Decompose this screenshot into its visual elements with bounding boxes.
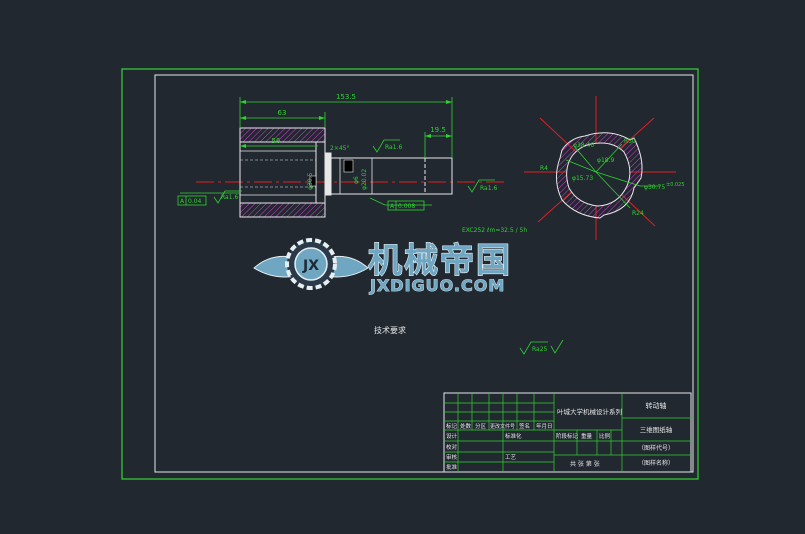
dim-right-len: 19.5 — [430, 126, 446, 134]
hatch-bottom — [239, 202, 326, 218]
technical-requirements: 技术要求 — [374, 325, 406, 335]
dim-inner: 56 — [272, 137, 281, 145]
row-label-check: 校对 — [446, 443, 458, 451]
drawing-no-1: （图样代号） — [638, 444, 674, 452]
svg-text:0.04: 0.04 — [188, 198, 202, 205]
subtitle: 三维图纸轴 — [640, 425, 673, 434]
badge-text: JX — [302, 258, 319, 274]
svg-text:Ra25: Ra25 — [532, 346, 548, 353]
tolerance-frame-left: A 0.04 — [177, 195, 207, 206]
row-label-process: 工艺 — [505, 454, 517, 461]
roughness-left: Ra1.6 — [213, 190, 242, 204]
sec-r4: R4 — [540, 165, 548, 172]
watermark-logo: JX 机械帝国 JXDIGUO.COM — [253, 238, 512, 295]
hdr-3: 更改文件号 — [490, 423, 515, 430]
svg-text:A: A — [180, 198, 185, 205]
std-label: 标准化 — [505, 432, 522, 440]
hdr-1: 处数 — [460, 422, 472, 430]
body-outline — [239, 127, 326, 218]
svg-text:0.008: 0.008 — [398, 203, 415, 210]
collar — [324, 152, 332, 196]
school-name: 叶城大学机械设计系列 — [557, 407, 622, 416]
part-side-view: 153.5 63 56 19.5 2×45° φ30.5 φ20.02 φ6 R… — [177, 93, 527, 234]
hardness-note: EXC252 ℓm=32.5 / 5h — [462, 227, 527, 234]
roughness-right: Ra1.6 — [467, 179, 497, 193]
sec-tol-right: ±0.025 — [666, 182, 685, 188]
marker-box-left — [309, 175, 317, 187]
roughness-top: Ra1.6 — [372, 139, 402, 153]
section-dim-lines — [565, 143, 660, 209]
sec-d-right: φ30.75 — [644, 184, 665, 191]
part-name: 转动轴 — [646, 401, 667, 410]
sec-r24: R24 — [632, 210, 644, 217]
svg-text:Ra1.6: Ra1.6 — [385, 144, 402, 151]
svg-text:Ra1.6: Ra1.6 — [221, 194, 238, 201]
dim-phi-left: φ30.5 — [307, 173, 314, 191]
stage-weight: 重量 — [581, 432, 593, 440]
shaft-outline — [331, 157, 453, 195]
section-view: φ38.40 R30 φ18.9 R4 φ15.73 φ30.75 ±0.025… — [524, 96, 685, 240]
row-label-review: 审核 — [446, 453, 458, 461]
dim-bore-depth: 63 — [278, 109, 287, 117]
roughness-global: Ra25 — [519, 339, 564, 355]
row-label-design: 设计 — [446, 432, 458, 440]
svg-text:A: A — [390, 203, 395, 210]
dim-phi-small: φ6 — [353, 176, 360, 184]
sec-d-top: φ38.40 — [573, 142, 594, 149]
tolerance-frame-bottom: A 0.008 — [387, 200, 425, 211]
dimension-lines — [180, 97, 453, 206]
sec-d-mid: φ18.9 — [597, 157, 615, 164]
dim-arrows — [240, 100, 452, 148]
watermark-chinese: 机械帝国 — [368, 241, 512, 281]
sheet-count: 共 张 第 张 — [570, 460, 600, 468]
hdr-5: 年月日 — [536, 422, 553, 430]
hdr-2: 分区 — [475, 422, 487, 430]
svg-text:Ra1.6: Ra1.6 — [480, 185, 497, 192]
row-label-approve: 批准 — [446, 463, 458, 471]
stage-scale: 比例 — [599, 432, 611, 440]
marker-box-right — [343, 159, 354, 173]
outer-border — [121, 68, 699, 480]
sec-r30: R30 — [624, 138, 636, 145]
hdr-4: 签名 — [519, 422, 530, 430]
title-block: 叶城大学机械设计系列 转动轴 三维图纸轴 （图样代号） （图样名称） 标记 处数… — [443, 392, 692, 473]
hdr-0: 标记 — [446, 422, 458, 430]
dim-chamfer: 2×45° — [330, 145, 349, 152]
drawing-no-2: （图样名称） — [638, 459, 674, 467]
sec-d-inner: φ15.73 — [572, 175, 593, 182]
inner-border — [154, 74, 694, 473]
watermark-domain: JXDIGUO.COM — [369, 276, 505, 295]
dim-phi-mid: φ20.02 — [361, 169, 368, 190]
dim-overall: 153.5 — [336, 93, 356, 101]
stage-mark: 阶段标记 — [556, 432, 579, 440]
hatch-top — [239, 127, 326, 143]
title-grid — [444, 393, 691, 472]
